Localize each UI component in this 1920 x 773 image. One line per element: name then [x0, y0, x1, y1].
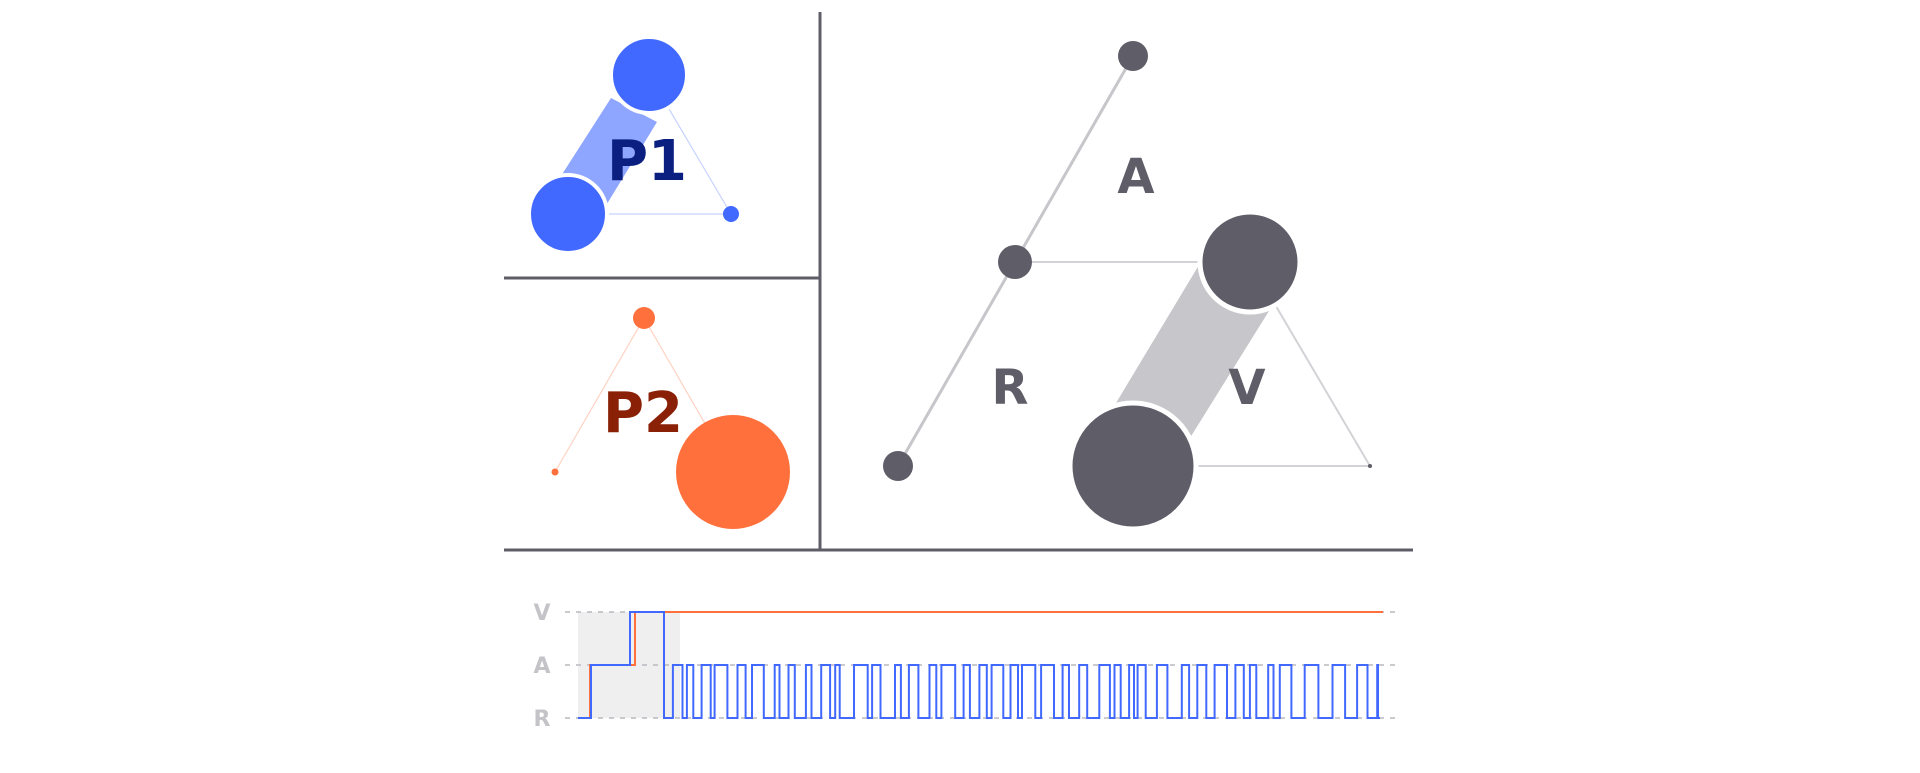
- p2-panel: P2: [551, 307, 790, 529]
- p1-node-top: [609, 35, 689, 115]
- p2-node-top: [633, 307, 655, 329]
- p2-node-left: [551, 468, 559, 476]
- timeline-label-r: R: [534, 707, 551, 732]
- label-a: A: [1117, 149, 1154, 205]
- p2-node-right: [676, 415, 790, 529]
- p1-panel: P1: [527, 35, 739, 255]
- node-mid: [998, 245, 1032, 279]
- node-bottom-right: [1368, 464, 1372, 468]
- label-r: R: [992, 360, 1029, 416]
- node-v: [1197, 209, 1303, 315]
- node-bottom-big: [1067, 400, 1199, 532]
- timeline-label-a: A: [533, 654, 550, 679]
- timeline-label-v: V: [533, 601, 550, 626]
- timeline-series-blue: [578, 611, 1380, 719]
- edge-mid-to-r: [896, 261, 1017, 467]
- panel-borders: [504, 12, 1413, 552]
- edge-a-to-mid: [1013, 55, 1135, 263]
- node-r: [883, 451, 913, 481]
- p2-label: P2: [603, 381, 683, 446]
- label-v: V: [1228, 360, 1265, 416]
- timeline: V A R: [533, 601, 1400, 732]
- p2-edge-left: [554, 317, 645, 473]
- p1-node-left: [527, 173, 609, 255]
- main-panel: A R V: [883, 41, 1372, 532]
- p1-node-right: [723, 206, 739, 222]
- p1-label: P1: [607, 129, 687, 194]
- node-a: [1118, 41, 1148, 71]
